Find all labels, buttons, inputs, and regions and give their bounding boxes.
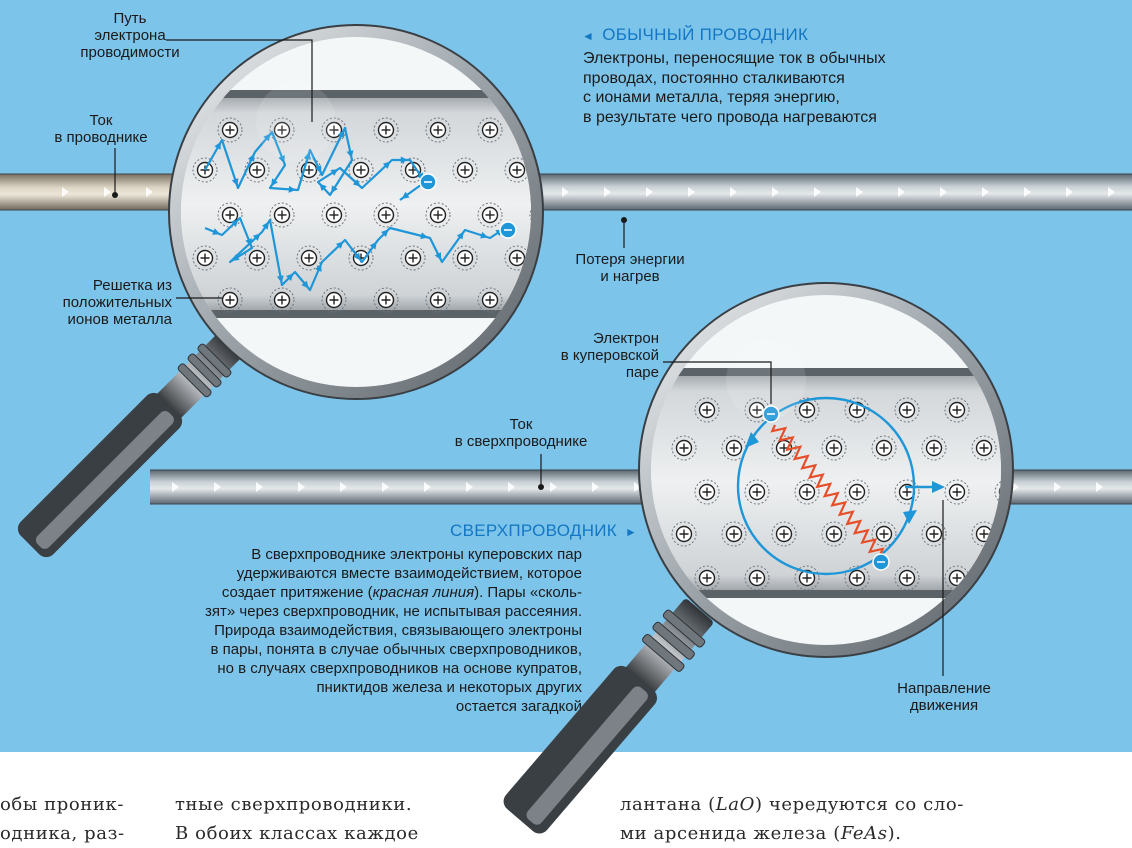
triangle-right-icon: ►: [625, 525, 637, 539]
superconductor-title: СВЕРХПРОВОДНИК►: [450, 521, 593, 541]
magnified-wire: [150, 90, 570, 318]
wire-edge-dark: [640, 368, 1020, 376]
label-ion-lattice: Решетка из положительных ионов металла: [30, 277, 172, 328]
description-line: в пары, понята в случае обычных сверхпро…: [80, 640, 582, 659]
label-electron-path: Путь электрона проводимости: [70, 10, 190, 61]
lens-glare: [256, 82, 336, 162]
body-column-1: обы проник- одника, раз-: [0, 790, 150, 848]
body-column-3: лантана (LaO) чередуются со сло- ми арсе…: [620, 790, 1120, 848]
label-cooper-electron: Электрон в куперовской паре: [500, 330, 659, 381]
conventional-title: ◄ОБЫЧНЫЙ ПРОВОДНИК: [582, 25, 808, 45]
description-line: удерживаются вместе взаимодействием, кот…: [80, 564, 582, 583]
electron: [420, 174, 436, 190]
description-line: В сверхпроводнике электроны куперовских …: [80, 545, 582, 564]
description-line: пниктидов железа и некоторых других: [80, 678, 582, 697]
label-energy-loss: Потеря энергии и нагрев: [560, 251, 700, 285]
lens-glare: [726, 340, 806, 420]
leader-dot: [621, 217, 627, 223]
conventional-description: Электроны, переносящие ток в обычных про…: [583, 49, 886, 127]
description-line: остается загадкой: [80, 697, 582, 716]
conventional-wire-right: [540, 174, 1132, 210]
leader-dot: [112, 192, 118, 198]
superconductor-description: В сверхпроводнике электроны куперовских …: [80, 545, 582, 716]
electron: [873, 554, 889, 570]
description-line: но в случаях сверхпроводников на основе …: [80, 659, 582, 678]
leader-dot: [538, 484, 544, 490]
label-direction: Направление движения: [884, 680, 1004, 714]
triangle-left-icon: ◄: [582, 29, 594, 43]
description-line: зят» через сверхпроводник, не испытывая …: [80, 602, 582, 621]
description-line: Природа взаимодействия, связывающего эле…: [80, 621, 582, 640]
body-column-2: тные сверхпроводники. В обоих классах ка…: [175, 790, 485, 848]
label-current-conductor: Ток в проводнике: [36, 112, 166, 146]
lens-content: [640, 368, 1020, 598]
wire-body: [540, 174, 1132, 210]
electron: [500, 222, 516, 238]
description-line: создает притяжение (красная линия). Пары…: [80, 583, 582, 602]
label-current-superconductor: Ток в сверхпроводнике: [436, 416, 606, 450]
lens-content: [150, 90, 570, 318]
